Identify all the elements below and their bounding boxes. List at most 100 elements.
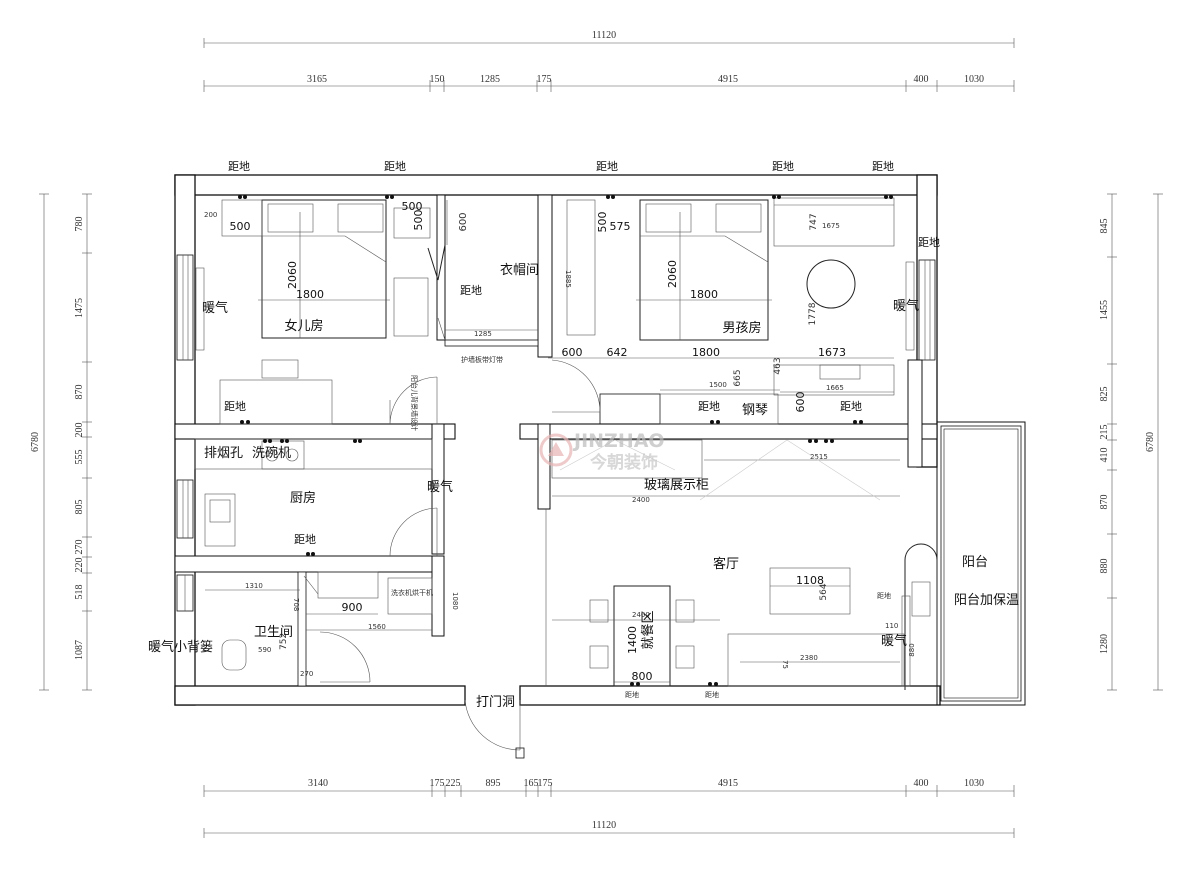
top-seg-3: 1285: [480, 74, 500, 85]
right-seg-8: 1280: [1099, 634, 1110, 654]
bottom-seg-7: 4915: [718, 778, 738, 789]
right-seg-5: 410: [1099, 448, 1110, 463]
boy-600b: 600: [794, 392, 807, 413]
daughter-bed-length: 2060: [286, 261, 299, 289]
right-seg-1: 845: [1099, 219, 1110, 234]
boy-1665: 1665: [826, 384, 844, 392]
right-seg-6: 870: [1099, 495, 1110, 510]
boy-1673: 1673: [818, 346, 846, 359]
bath-1310: 1310: [245, 582, 263, 590]
floor-dist-top-5: 距地: [872, 160, 894, 173]
left-seg-10: 1087: [74, 640, 85, 660]
floor-dist-boy-2: 距地: [840, 400, 862, 413]
boy-500: 500: [596, 212, 609, 233]
cloakroom: 衣帽间 距地 1285 护墙板带灯带: [445, 200, 539, 364]
piano-label: 钢琴: [742, 403, 768, 418]
floor-dist-top-1: 距地: [228, 160, 250, 173]
bottom-dimension-segments: 3140 175 225 895 165 175 4915 400 1030: [203, 778, 1015, 797]
boy-bed-length: 2060: [666, 260, 679, 288]
bath-590: 590: [258, 646, 271, 654]
piano: [659, 393, 779, 425]
left-seg-8: 220: [74, 558, 85, 573]
boy-1675: 1675: [822, 222, 840, 230]
lr-110: 110: [885, 622, 898, 630]
left-total-label: 6780: [30, 432, 41, 452]
bath-708: 708: [292, 598, 300, 611]
dishwasher-label: 洗碗机: [252, 445, 291, 461]
balcony: 阳台 阳台加保温: [911, 555, 1019, 617]
wardrobe-note: 阳台儿背景墙设计: [410, 375, 419, 431]
bottom-seg-8: 400: [914, 778, 929, 789]
boy-463: 463: [773, 357, 783, 374]
boy-575: 575: [610, 220, 631, 233]
room-label-bathroom: 卫生间: [254, 625, 293, 640]
left-seg-9: 518: [74, 585, 85, 600]
boy-room: 1800 2060 575 500 747 1675 1778 1885 600…: [548, 160, 940, 425]
boy-600: 600: [562, 346, 583, 359]
right-seg-4: 215: [1099, 425, 1110, 440]
right-dimension-total: 6780: [1145, 193, 1163, 691]
top-dimension-total: 11120: [203, 30, 1015, 48]
room-label-living: 客厅: [713, 556, 739, 572]
top-seg-5: 4915: [718, 74, 738, 85]
bath-752: 752: [279, 633, 289, 650]
exhaust-hole-label: 排烟孔: [204, 446, 243, 461]
lr-800: 800: [632, 670, 653, 683]
daughter-500-c: 500: [412, 210, 425, 231]
daughter-room: 1800 2060 500 500 500 600 200 女儿房 暖气 距地 …: [195, 160, 469, 431]
bottom-seg-5: 165: [524, 778, 539, 789]
bath-1560: 1560: [368, 623, 386, 631]
bath-900: 900: [342, 601, 363, 614]
bottom-seg-2: 175: [430, 778, 445, 789]
lr-2380: 2380: [800, 654, 818, 662]
entrance-door: 打门洞: [464, 695, 525, 759]
floor-dist-boy-3: 距地: [918, 236, 940, 249]
bottom-seg-6: 175: [538, 778, 553, 789]
bath-1080: 1080: [451, 592, 459, 610]
watermark-cn: 今朝装饰: [590, 452, 658, 473]
floor-dist-kitchen: 距地: [294, 533, 316, 546]
daughter-bed-width: 1800: [296, 288, 324, 301]
lr-2400b: 2400: [632, 611, 650, 619]
boy-642: 642: [607, 346, 628, 359]
balcony-outline: [904, 421, 1026, 706]
boy-665: 665: [733, 369, 743, 386]
boy-747: 747: [809, 213, 819, 230]
lr-880: 880: [908, 643, 916, 656]
left-seg-7: 270: [74, 540, 85, 555]
floor-dist-cloak: 距地: [460, 284, 482, 297]
heating-label-daughter: 暖气: [202, 300, 228, 316]
heating-label-living: 暖气: [881, 633, 907, 649]
boy-1500: 1500: [709, 381, 727, 389]
watermark-logo-icon: [539, 433, 573, 467]
living-room: 玻璃展示柜 2400 2515 客厅 1108 564 2400 1400 就餐…: [551, 439, 916, 699]
heating-back-label: 暖气小背篓: [148, 639, 213, 655]
coffee-table: [769, 567, 851, 615]
left-seg-1: 780: [74, 217, 85, 232]
top-total-label: 11120: [592, 30, 616, 41]
bottom-seg-4: 895: [486, 778, 501, 789]
floor-dist-top-4: 距地: [772, 160, 794, 173]
watermark-en: JINZHAO: [572, 430, 665, 452]
floor-dist-daughter: 距地: [224, 400, 246, 413]
lr-1400: 1400: [626, 626, 639, 654]
watermark: JINZHAO 今朝装饰: [539, 430, 665, 473]
top-seg-2: 150: [430, 74, 445, 85]
left-dimension-segments: 780 1475 870 200 555 805 270 220 518 108…: [74, 193, 92, 691]
bottom-total-label: 11120: [592, 820, 616, 831]
bottom-seg-3: 225: [446, 778, 461, 789]
top-seg-7: 1030: [964, 74, 984, 85]
lr-75: 75: [781, 660, 789, 669]
right-dimension-segments: 845 1455 825 215 410 870 880 1280: [1099, 193, 1117, 691]
top-seg-6: 400: [914, 74, 929, 85]
top-seg-4: 175: [537, 74, 552, 85]
bottom-seg-9: 1030: [964, 778, 984, 789]
floor-dist-top-2: 距地: [384, 160, 406, 173]
top-dimension-segments: 3165 150 1285 175 4915 400 1030: [203, 74, 1015, 92]
daughter-500-b: 500: [402, 200, 423, 213]
sofa: [727, 633, 905, 687]
boy-1778: 1778: [808, 302, 818, 325]
daughter-500-a: 500: [230, 220, 251, 233]
kitchen: 排烟孔 洗碗机 厨房 暖气 距地: [194, 438, 453, 557]
